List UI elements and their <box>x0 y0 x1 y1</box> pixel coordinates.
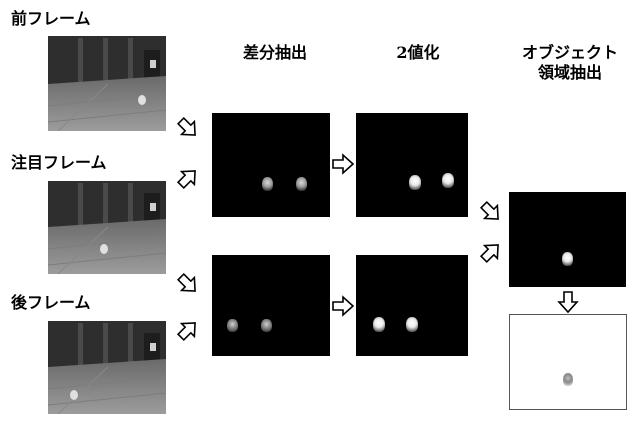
arrow-binarize-top-to-object <box>474 195 508 229</box>
arrow-next-to-diff <box>171 313 205 347</box>
target-frame-label: 注目フレーム <box>11 153 107 172</box>
next-frame-image <box>48 321 166 414</box>
prev-frame-label: 前フレーム <box>11 9 91 28</box>
diff-output-bottom <box>212 255 330 356</box>
diff-top-object-1 <box>262 177 273 191</box>
arrow-diff-to-binarize-bottom <box>331 294 355 318</box>
arrow-target-to-diff-top <box>171 161 205 195</box>
object-region-result-object <box>563 373 573 386</box>
diff-bottom-object-2 <box>261 319 272 332</box>
target-frame-image <box>48 181 166 274</box>
object-region-result <box>509 314 627 410</box>
bin-bottom-object-1 <box>373 317 385 332</box>
object-region-mask <box>509 192 626 287</box>
binarize-output-top <box>356 113 468 217</box>
object-region-blob <box>562 252 573 266</box>
bin-bottom-object-2 <box>406 317 418 332</box>
binarize-column-title: 2値化 <box>396 43 440 62</box>
arrow-diff-to-binarize-top <box>331 152 355 176</box>
diff-top-object-2 <box>296 177 307 191</box>
binarize-output-bottom <box>356 255 468 356</box>
object-column-title-line1: オブジェクト <box>521 43 618 62</box>
bin-top-object-1 <box>409 175 421 190</box>
object-column-title-line2: 領域抽出 <box>537 63 602 82</box>
arrow-binarize-bottom-to-object <box>474 235 508 269</box>
arrow-mask-to-result <box>556 290 580 314</box>
diff-output-top <box>212 113 330 217</box>
next-frame-label: 後フレーム <box>11 293 91 312</box>
prev-frame-image <box>48 36 166 131</box>
diff-column-title: 差分抽出 <box>242 43 307 62</box>
bin-top-object-2 <box>442 173 454 188</box>
arrow-target-to-diff-bottom <box>171 267 205 301</box>
diff-bottom-object-1 <box>227 319 238 332</box>
arrow-prev-to-diff <box>171 111 205 145</box>
